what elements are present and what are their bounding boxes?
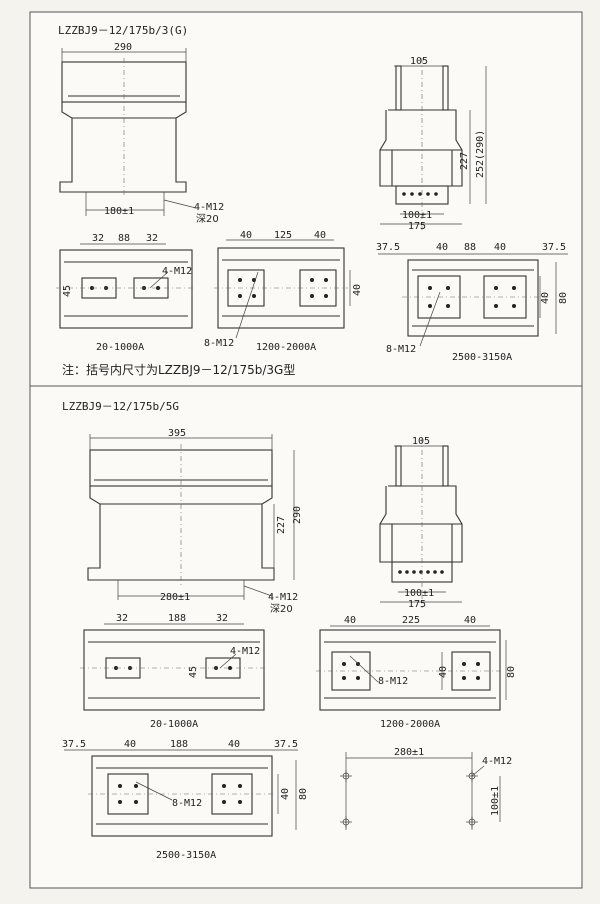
top-plan-a-caption: 20-1000A: [96, 342, 144, 353]
top-plan-a-dim1: 32: [92, 233, 104, 244]
bottom-plan-c-dim5: 37.5: [274, 739, 298, 750]
top-side-height-a: 227: [459, 152, 470, 170]
top-plan-a-bolt: 4-M12: [162, 266, 192, 277]
top-plan-c-dim2: 40: [436, 242, 448, 253]
top-plan-a-dim3: 32: [146, 233, 158, 244]
bottom-side-view: 105 100±1 175: [379, 436, 463, 610]
top-plan-c-dim5: 37.5: [542, 242, 566, 253]
bottom-front-bolt-depth: 深20: [270, 603, 293, 615]
top-plan-b-dim3: 40: [314, 230, 326, 241]
bottom-plan-1200-2000a: 40 225 40 40 80 8-M12 1200-2000A: [316, 615, 517, 730]
bottom-front-height-b: 290: [292, 506, 303, 524]
bottom-plan-a-dim1: 32: [116, 613, 128, 624]
top-plan-a-height: 45: [62, 285, 73, 297]
top-front-bolt-label: 4-M12: [194, 202, 224, 213]
bottom-plan-b-dim1: 40: [344, 615, 356, 626]
bottom-plan-2500-3150a: 37.5 40 188 40 37.5 40 80 8-M12 2500-315…: [62, 739, 309, 861]
top-plan-c-height-a: 40: [540, 292, 551, 304]
top-plan-2500-3150a: 37.5 40 88 40 37.5 40 80 8-M12 2500-3150…: [376, 242, 569, 363]
bottom-plan-c-dim4: 40: [228, 739, 240, 750]
bottom-plan-a-height: 45: [188, 666, 199, 678]
bottom-plan-b-caption: 1200-2000A: [380, 719, 440, 730]
bottom-plan-c-bolt: 8-M12: [172, 798, 202, 809]
top-note: 注：括号内尺寸为LZZBJ9－12/175b/3G型: [62, 362, 295, 377]
mount-bolt: 4-M12: [482, 756, 512, 767]
top-side-top-width: 105: [410, 56, 428, 67]
top-plan-b-bolt: 8-M12: [204, 338, 234, 349]
bottom-plan-a-dim2: 188: [168, 613, 186, 624]
bottom-plan-c-dim1: 37.5: [62, 739, 86, 750]
bottom-side-top-width: 105: [412, 436, 430, 447]
top-plan-1200-2000a: 40 125 40 40 8-M12 1200-2000A: [204, 230, 363, 353]
bottom-plan-c-caption: 2500-3150A: [156, 850, 216, 861]
top-front-bolt-depth: 深20: [196, 213, 219, 225]
bottom-front-width: 395: [168, 428, 186, 439]
mounting-hole-layout: 280±1 4-M12 100±1: [340, 747, 512, 830]
top-side-bolt-spacing: 100±1: [402, 210, 432, 221]
top-plan-a-dim2: 88: [118, 233, 130, 244]
bottom-side-bolt-spacing: 100±1: [404, 588, 434, 599]
top-plan-c-dim3: 88: [464, 242, 476, 253]
bottom-plan-a-caption: 20-1000A: [150, 719, 198, 730]
top-plan-c-caption: 2500-3150A: [452, 352, 512, 363]
top-front-bolt-spacing: 180±1: [104, 206, 134, 217]
bottom-plan-c-dim2: 40: [124, 739, 136, 750]
mount-spacing: 280±1: [394, 747, 424, 758]
bottom-front-bolt-label: 4-M12: [268, 592, 298, 603]
top-plan-b-height: 40: [352, 284, 363, 296]
top-plan-20-1000a: 32 88 32 45 4-M12 20-1000A: [56, 233, 196, 353]
bottom-front-height-a: 227: [276, 516, 287, 534]
top-side-view: 105 227 252(290) 100±1 175: [379, 56, 487, 232]
top-front-width: 290: [114, 42, 132, 53]
bottom-plan-20-1000a: 32 188 32 45 4-M12 20-1000A: [80, 613, 268, 730]
bottom-plan-a-dim3: 32: [216, 613, 228, 624]
top-front-view: 290 180±1 4-M12 深20: [59, 42, 224, 225]
bottom-plan-b-dim2: 225: [402, 615, 420, 626]
top-plan-c-height-b: 80: [558, 292, 569, 304]
bottom-plan-b-bolt: 8-M12: [378, 676, 408, 687]
bottom-front-bolt-spacing: 280±1: [160, 592, 190, 603]
top-plan-b-caption: 1200-2000A: [256, 342, 316, 353]
bottom-side-width: 175: [408, 599, 426, 610]
top-side-height-b: 252(290): [475, 130, 486, 178]
top-plan-b-dim1: 40: [240, 230, 252, 241]
top-plan-c-dim4: 40: [494, 242, 506, 253]
top-plan-c-bolt: 8-M12: [386, 344, 416, 355]
top-model-title: LZZBJ9－12/175b/3(G): [58, 24, 188, 37]
bottom-plan-c-dim3: 188: [170, 739, 188, 750]
mount-height: 100±1: [490, 786, 501, 816]
bottom-plan-b-dim3: 40: [464, 615, 476, 626]
bottom-plan-b-height-b: 80: [506, 666, 517, 678]
bottom-front-view: 395 227 290 280±1 4-M12 深20: [87, 428, 303, 615]
top-side-width: 175: [408, 221, 426, 232]
bottom-model-title: LZZBJ9－12/175b/5G: [62, 400, 179, 413]
bottom-plan-c-height-b: 80: [298, 788, 309, 800]
top-plan-c-dim1: 37.5: [376, 242, 400, 253]
bottom-plan-b-height-a: 40: [438, 666, 449, 678]
bottom-plan-c-height-a: 40: [280, 788, 291, 800]
top-plan-b-dim2: 125: [274, 230, 292, 241]
bottom-plan-a-bolt: 4-M12: [230, 646, 260, 657]
